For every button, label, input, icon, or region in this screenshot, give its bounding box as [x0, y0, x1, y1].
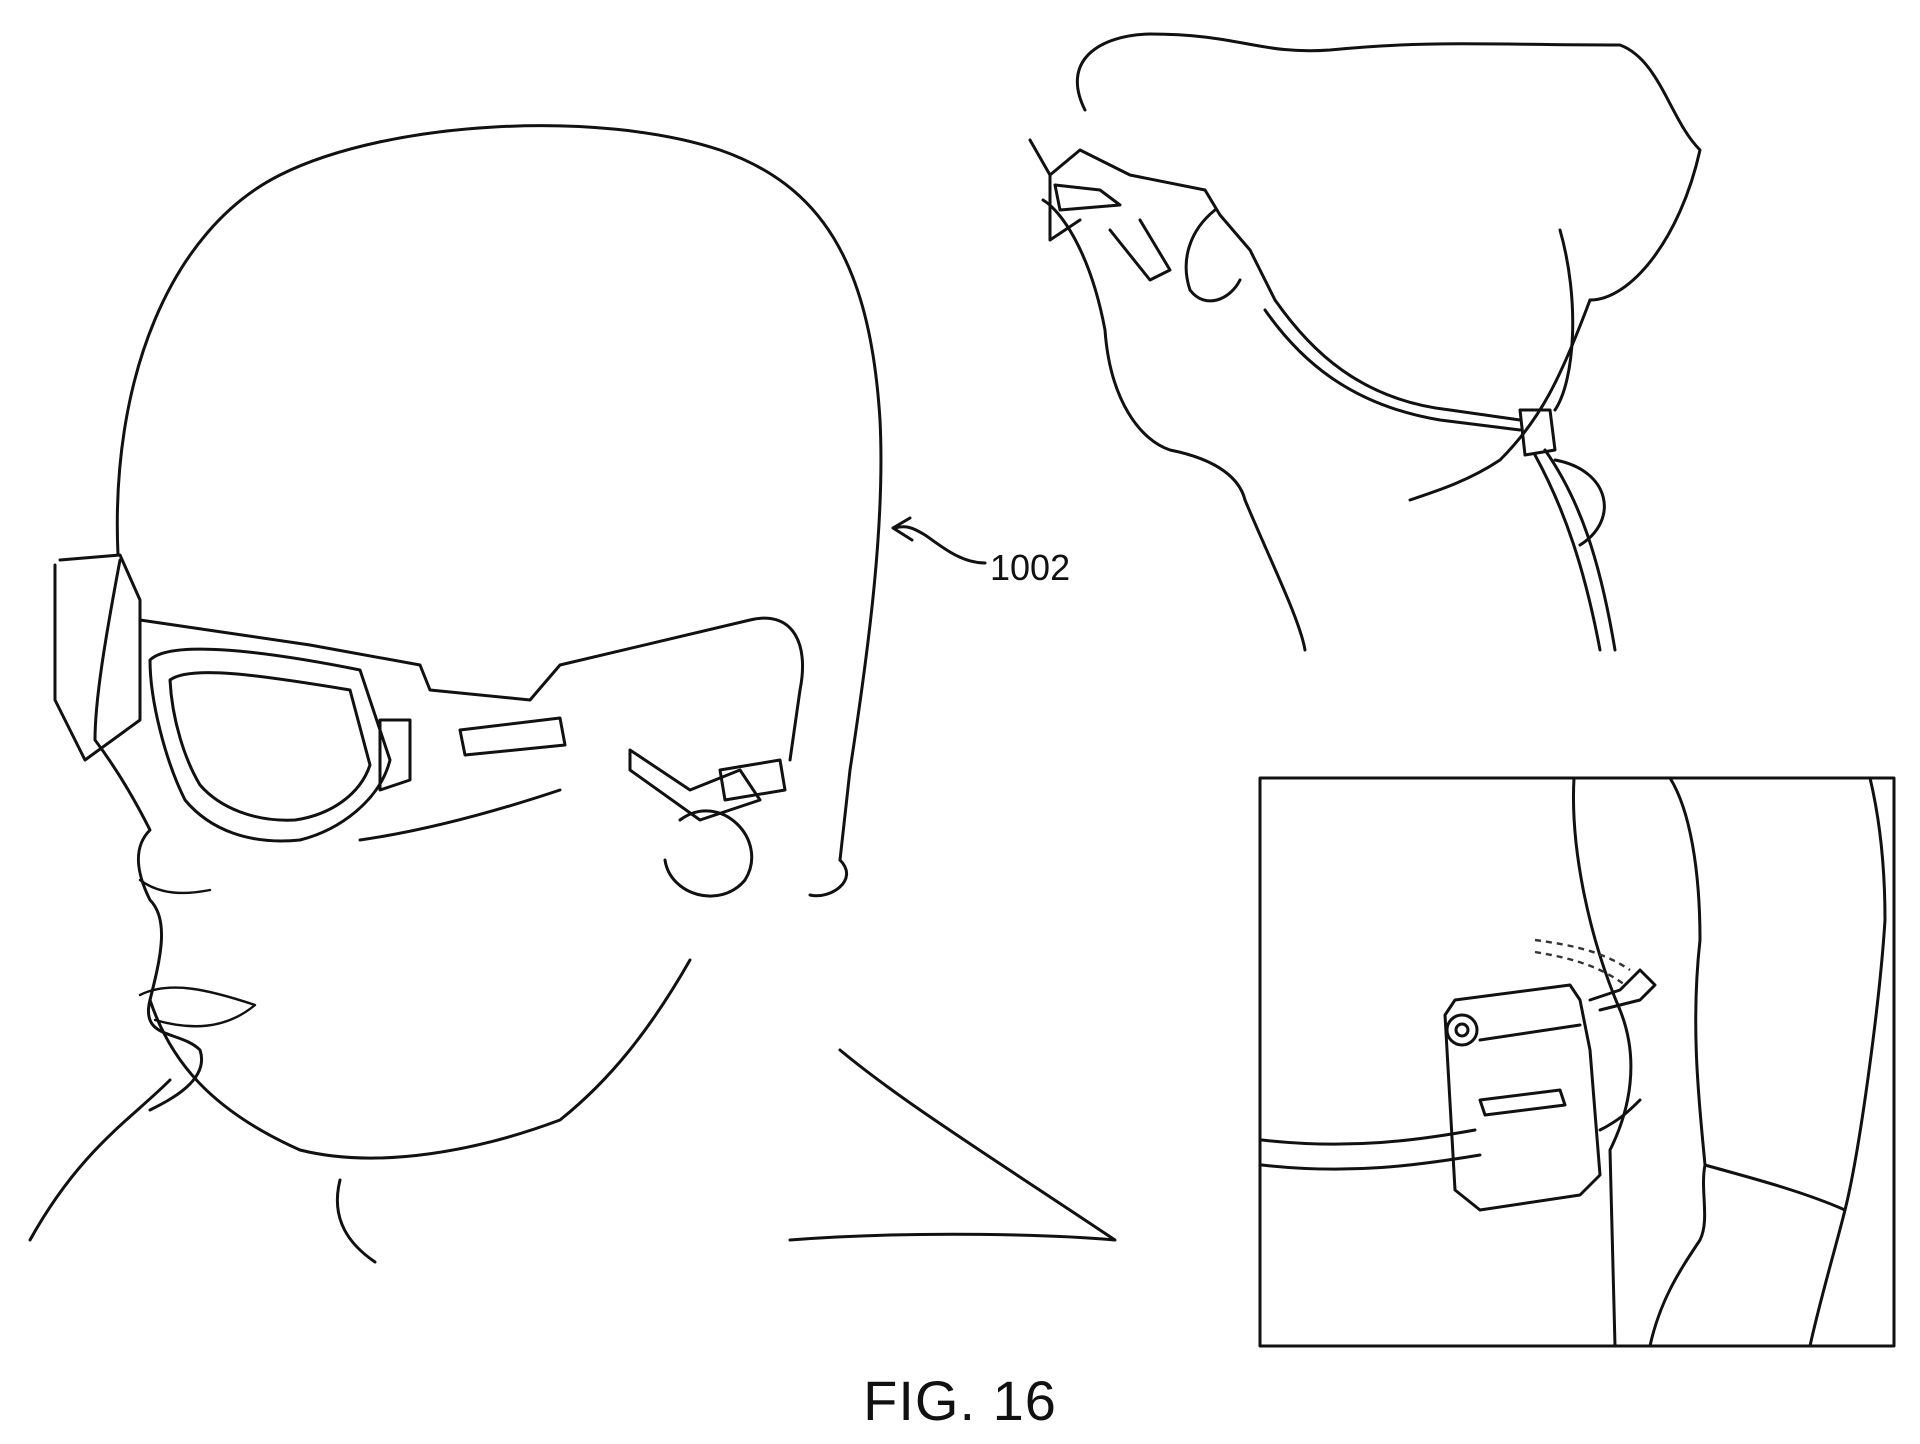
- inset-panel: [1258, 776, 1896, 1348]
- rear-view-head-figure: [1028, 32, 1702, 652]
- figure-caption: FIG. 16: [863, 1369, 1057, 1432]
- reference-arrow-1002: [891, 516, 987, 565]
- main-head-figure: [28, 124, 1117, 1264]
- main-glasses: [53, 553, 805, 843]
- reference-numeral-1002: 1002: [990, 547, 1071, 588]
